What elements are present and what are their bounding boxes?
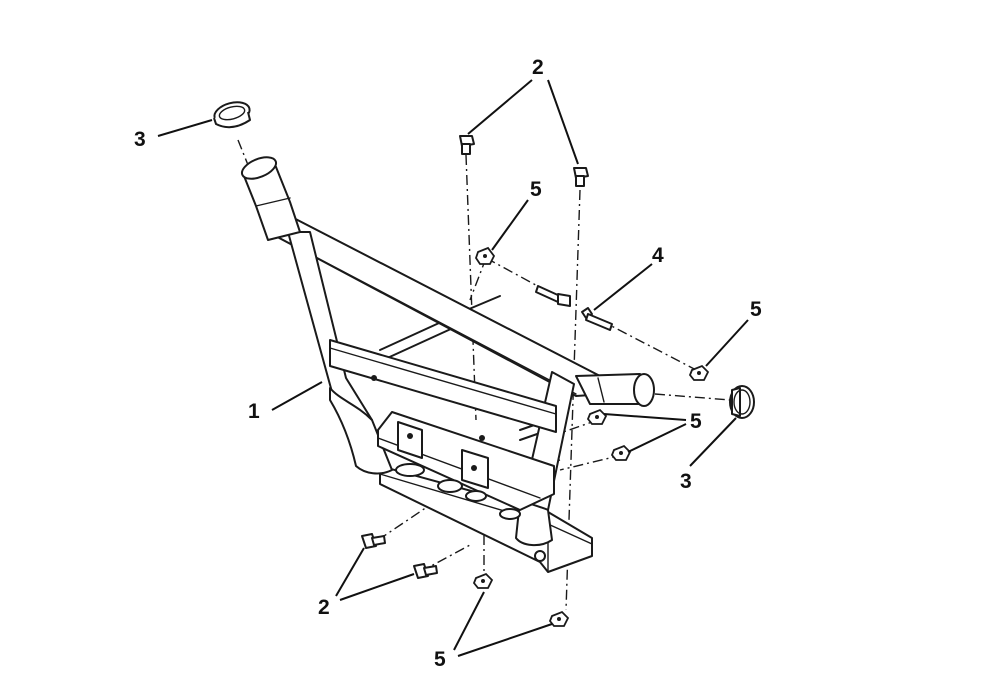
callout-part-5-bottom: 5 [434, 648, 446, 671]
callout-part-2-top: 2 [532, 56, 544, 79]
bumper-frame [240, 156, 655, 573]
nut-mid-2 [610, 444, 632, 461]
callout-part-3-left: 3 [134, 128, 146, 151]
bolt-lower-left-1 [361, 533, 386, 549]
nut-mid-1 [586, 408, 608, 425]
bolt-top-right [573, 167, 589, 187]
bolt-lower-left-2 [413, 563, 438, 579]
end-cap-upper-left [213, 101, 251, 129]
callout-part-1: 1 [248, 400, 260, 423]
callout-part-5-right: 5 [750, 298, 762, 321]
assembly-centerlines [237, 139, 731, 611]
long-bolt-1 [535, 285, 571, 307]
nut-bottom-2 [548, 610, 570, 627]
nut-upper [475, 246, 496, 265]
callout-part-5-mid: 5 [690, 410, 702, 433]
nut-right [688, 364, 710, 381]
callout-part-4: 4 [652, 244, 664, 267]
callout-part-3-right: 3 [680, 470, 692, 493]
end-cap-right [729, 385, 755, 419]
callout-part-2-bottom: 2 [318, 596, 330, 619]
callout-part-5-upper: 5 [530, 178, 542, 201]
nut-bottom-1 [472, 572, 494, 589]
leader-lines [157, 79, 749, 657]
bolt-top-left [459, 135, 475, 155]
long-bolt-2 [581, 307, 613, 331]
